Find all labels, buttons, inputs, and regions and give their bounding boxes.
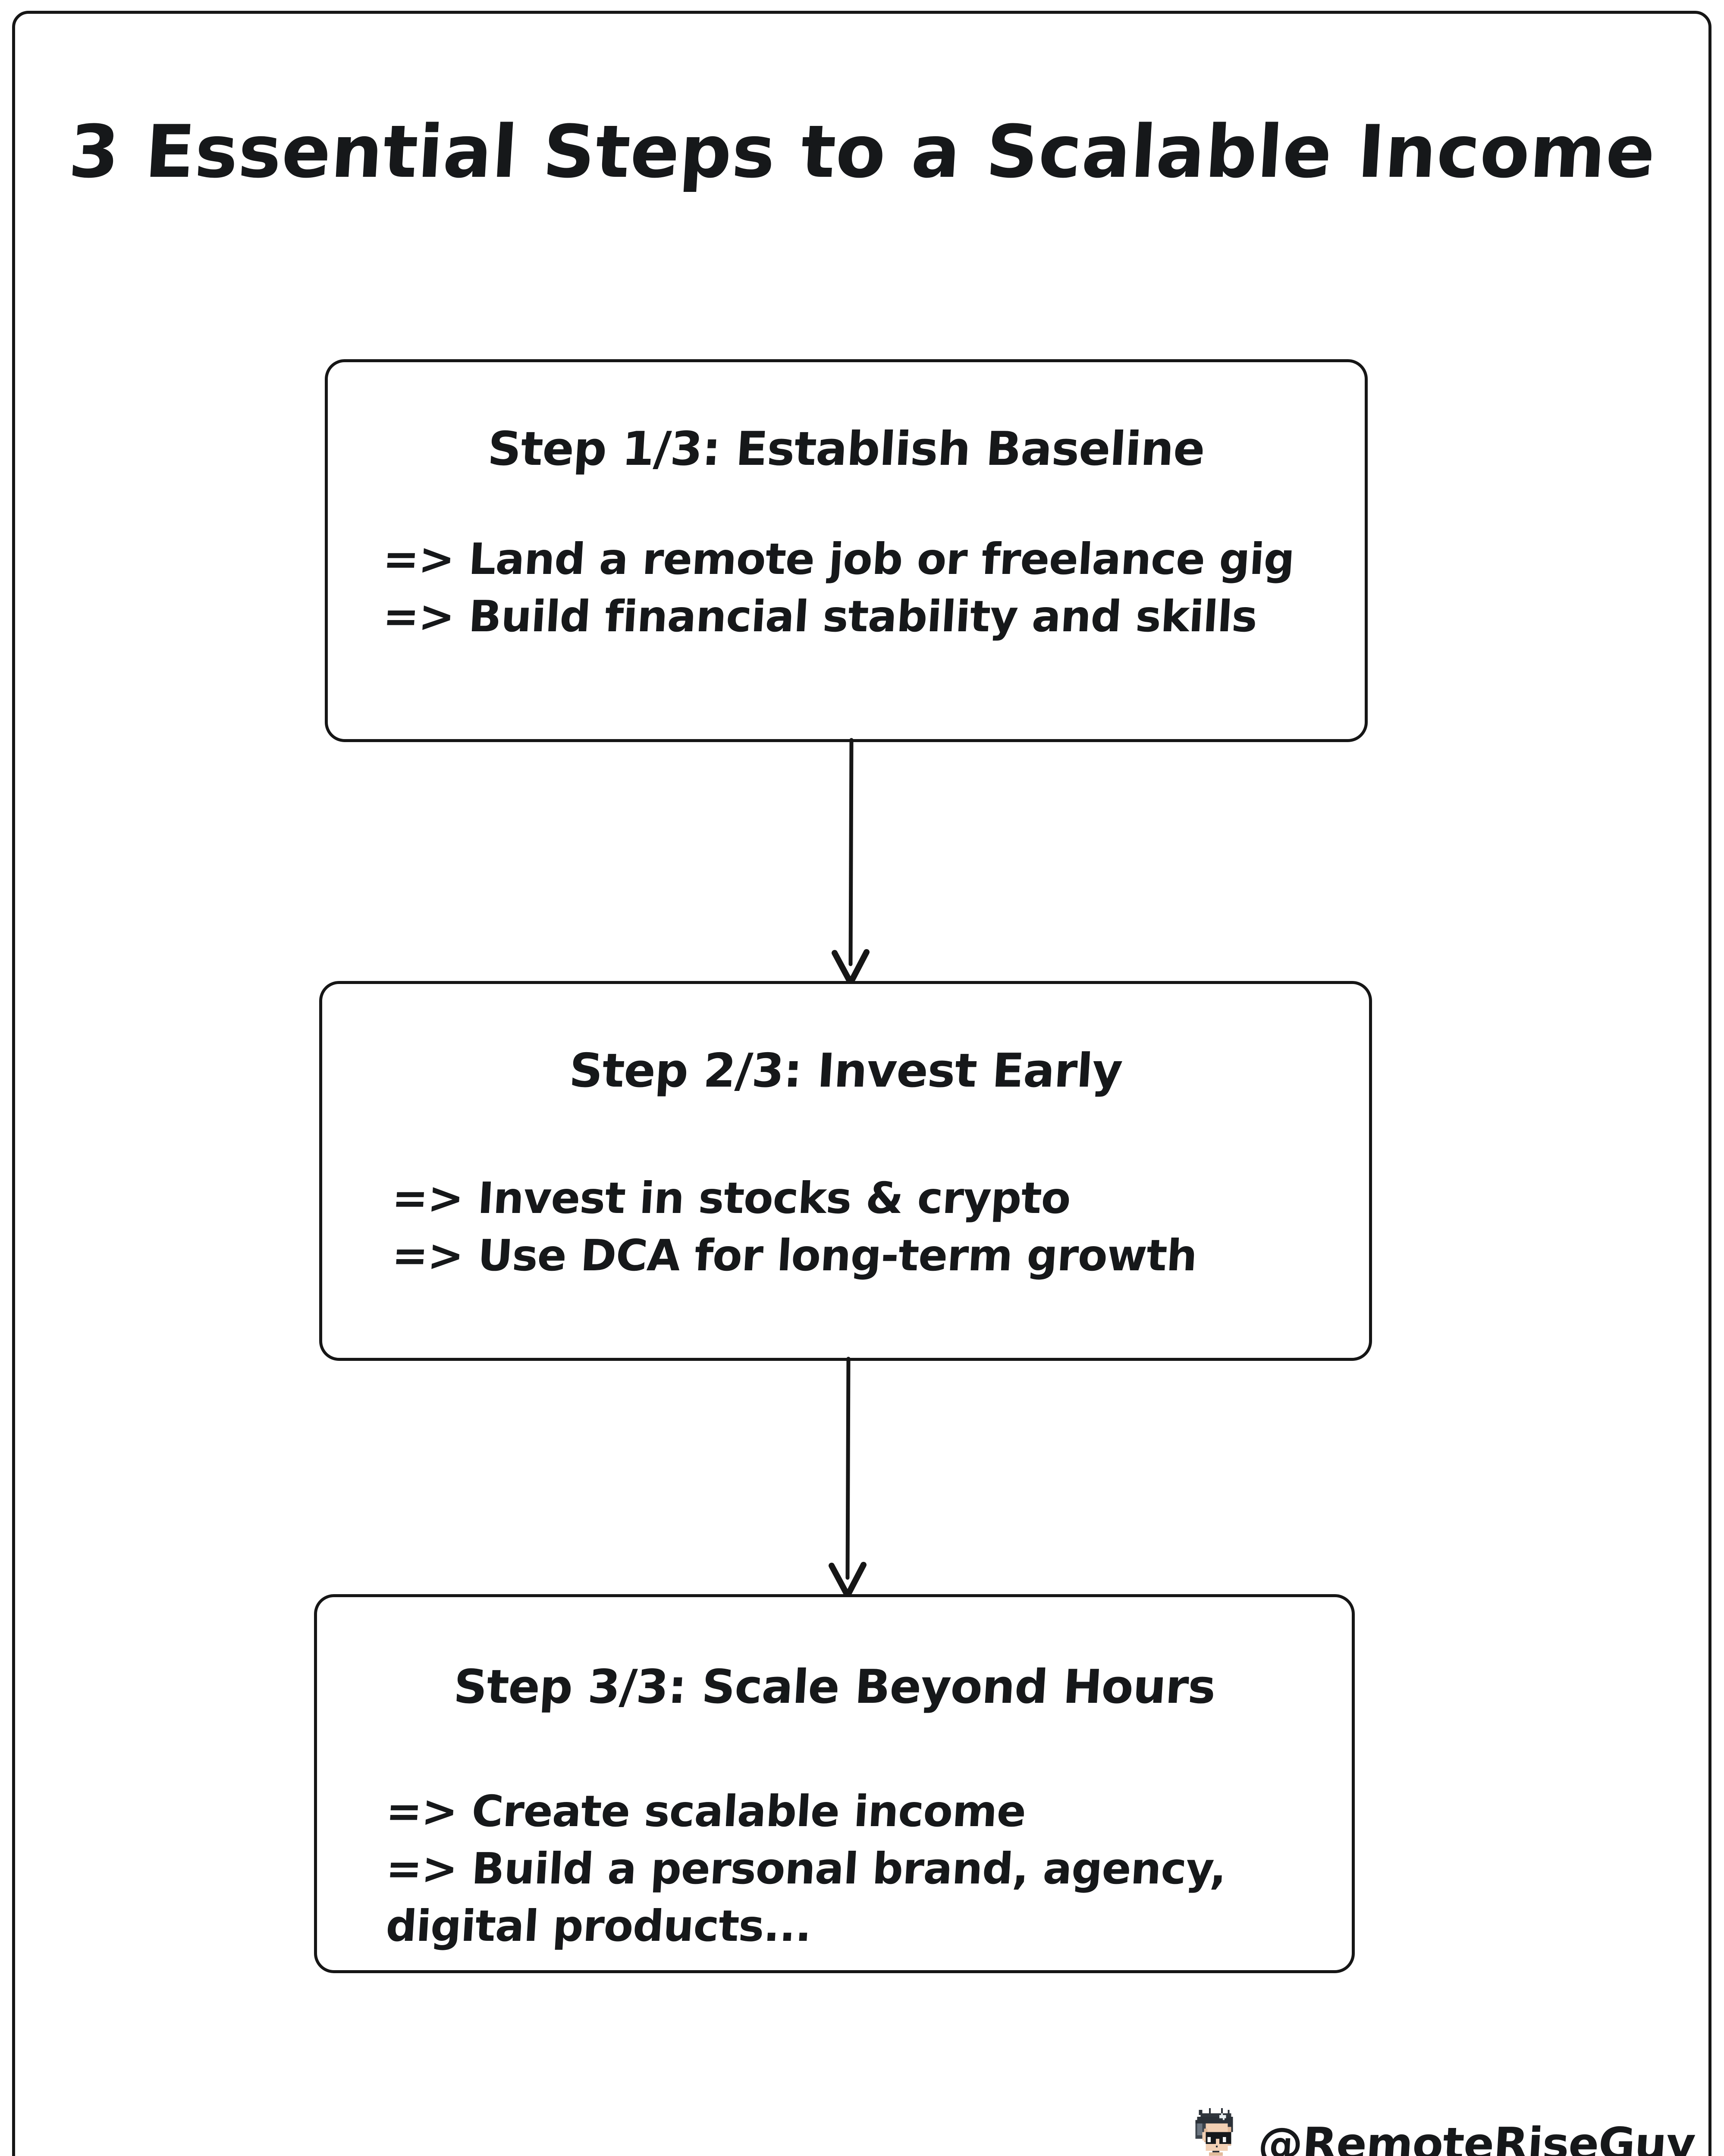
step-1-heading-text: Step 1/3: Establish Baseline: [486, 422, 1206, 476]
step-3-heading-text: Step 3/3: Scale Beyond Hours: [452, 1660, 1217, 1714]
step-3-bullets: => Create scalable income => Build a per…: [317, 1783, 1352, 1955]
page-title: 3 Essential Steps to a Scalable Income: [0, 110, 1724, 194]
step-2-bullet-2: => Use DCA for long-term growth: [390, 1230, 1199, 1281]
step-box-2[interactable]: Step 2/3: Invest Early => Invest in stoc…: [319, 981, 1372, 1361]
connector-arrow-1: [811, 738, 893, 986]
pixel-art-avatar-icon: [1188, 2108, 1244, 2156]
author-signature[interactable]: @RemoteRiseGuy: [1188, 2103, 1696, 2156]
step-3-heading: Step 3/3: Scale Beyond Hours: [317, 1660, 1352, 1714]
author-handle[interactable]: @RemoteRiseGuy: [1256, 2118, 1697, 2156]
step-3-bullet-2-cont: digital products...: [384, 1901, 813, 1951]
step-3-bullet-2: => Build a personal brand, agency,: [384, 1843, 1228, 1894]
step-2-heading: Step 2/3: Invest Early: [322, 1044, 1369, 1098]
connector-arrow-2: [809, 1357, 891, 1598]
step-box-3[interactable]: Step 3/3: Scale Beyond Hours => Create s…: [314, 1594, 1355, 1973]
step-1-bullet-1: => Land a remote job or freelance gig: [381, 534, 1296, 584]
step-1-bullet-2: => Build financial stability and skills: [381, 591, 1259, 642]
step-2-bullet-1: => Invest in stocks & crypto: [390, 1173, 1072, 1223]
step-2-heading-text: Step 2/3: Invest Early: [568, 1044, 1124, 1098]
step-2-bullets: => Invest in stocks & crypto => Use DCA …: [322, 1169, 1369, 1284]
step-3-bullet-1: => Create scalable income: [384, 1786, 1027, 1836]
step-1-bullets: => Land a remote job or freelance gig =>…: [328, 530, 1365, 645]
page-title-text: 3 Essential Steps to a Scalable Income: [66, 110, 1658, 194]
step-1-heading: Step 1/3: Establish Baseline: [328, 422, 1365, 476]
step-box-1[interactable]: Step 1/3: Establish Baseline => Land a r…: [325, 359, 1368, 742]
